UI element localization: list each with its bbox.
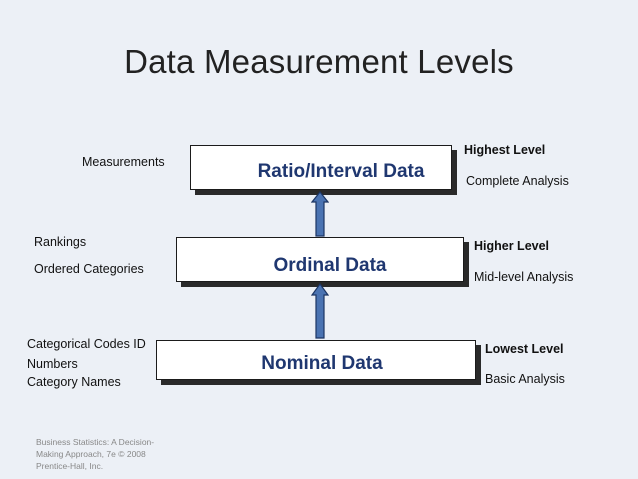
ordinal-data-label: Ordinal Data — [273, 254, 387, 276]
ordinal-rank-label: Higher Level — [474, 239, 550, 253]
ratio-interval-data-box: Ratio/Interval Data — [190, 145, 452, 190]
ratio-rank-label: Highest Level — [464, 143, 546, 157]
up-arrow-icon — [311, 191, 329, 237]
nominal-data-label: Nominal Data — [261, 353, 383, 374]
ratio-interval-data-label: Ratio/Interval Data — [257, 160, 425, 182]
ratio-analysis-label: Complete Analysis — [466, 174, 569, 188]
nominal-example-numbers: Numbers — [27, 357, 78, 371]
nominal-rank-label: Lowest Level — [485, 342, 564, 356]
slide-title: Data Measurement Levels — [124, 43, 514, 80]
credit-line: Business Statistics: A Decision- — [36, 437, 155, 447]
ordinal-example-rankings: Rankings — [34, 235, 87, 249]
ratio-example-measurements: Measurements — [82, 155, 165, 169]
ordinal-analysis-label: Mid-level Analysis — [474, 270, 574, 284]
up-arrow-icon — [311, 283, 329, 339]
book-credit: Business Statistics: A Decision- Making … — [36, 436, 154, 472]
nominal-example-categorical-codes: Categorical Codes ID — [27, 337, 146, 351]
nominal-example-category-names: Category Names — [27, 375, 121, 389]
nominal-analysis-label: Basic Analysis — [485, 372, 565, 386]
ordinal-example-ordered-categories: Ordered Categories — [34, 262, 144, 276]
nominal-data-box: Nominal Data — [156, 340, 476, 380]
credit-line: Making Approach, 7e © 2008 — [36, 449, 146, 459]
ordinal-data-box: Ordinal Data — [176, 237, 464, 282]
credit-line: Prentice-Hall, Inc. — [36, 461, 104, 471]
